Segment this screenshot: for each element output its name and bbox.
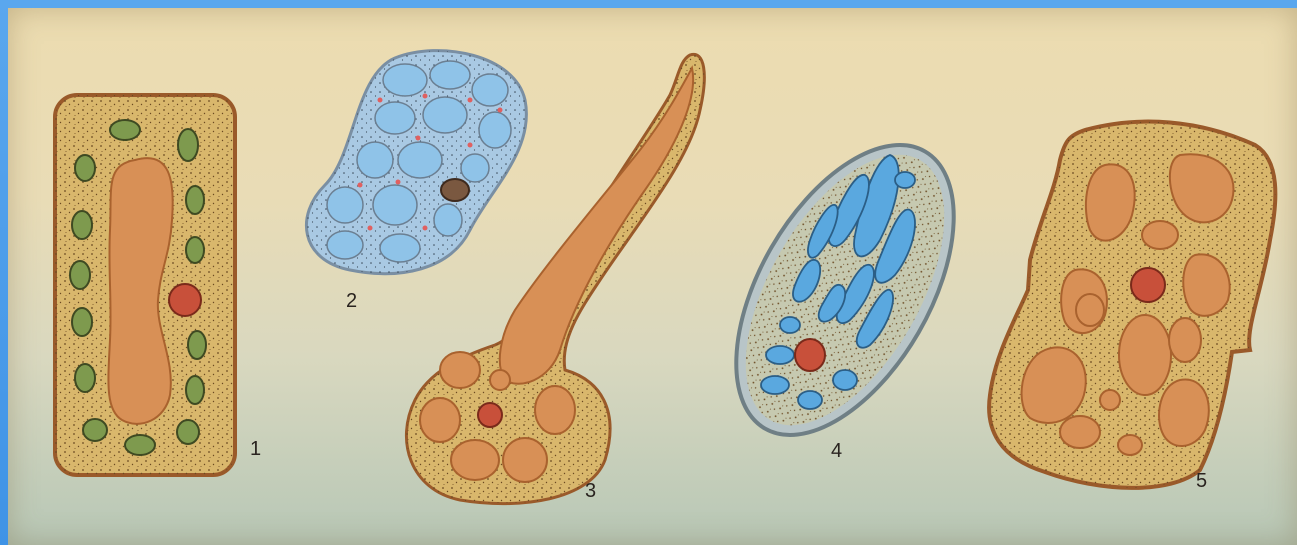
cell-types-illustration bbox=[8, 8, 1297, 545]
label-cell-4: 4 bbox=[831, 440, 842, 463]
elongated-vacuole bbox=[500, 68, 693, 384]
illustration-plate: 1 2 3 4 5 bbox=[8, 8, 1297, 545]
cell-5 bbox=[989, 122, 1275, 488]
label-cell-3: 3 bbox=[585, 480, 596, 503]
cell-2 bbox=[306, 51, 526, 274]
nucleus bbox=[441, 179, 469, 201]
nucleus bbox=[478, 403, 502, 427]
nucleus bbox=[1131, 268, 1165, 302]
cell-4 bbox=[691, 109, 998, 471]
cell-1 bbox=[55, 95, 235, 475]
label-cell-5: 5 bbox=[1196, 470, 1207, 493]
label-cell-2: 2 bbox=[346, 290, 357, 313]
label-cell-1: 1 bbox=[250, 438, 261, 461]
nucleus bbox=[169, 284, 201, 316]
nucleus bbox=[795, 339, 825, 371]
